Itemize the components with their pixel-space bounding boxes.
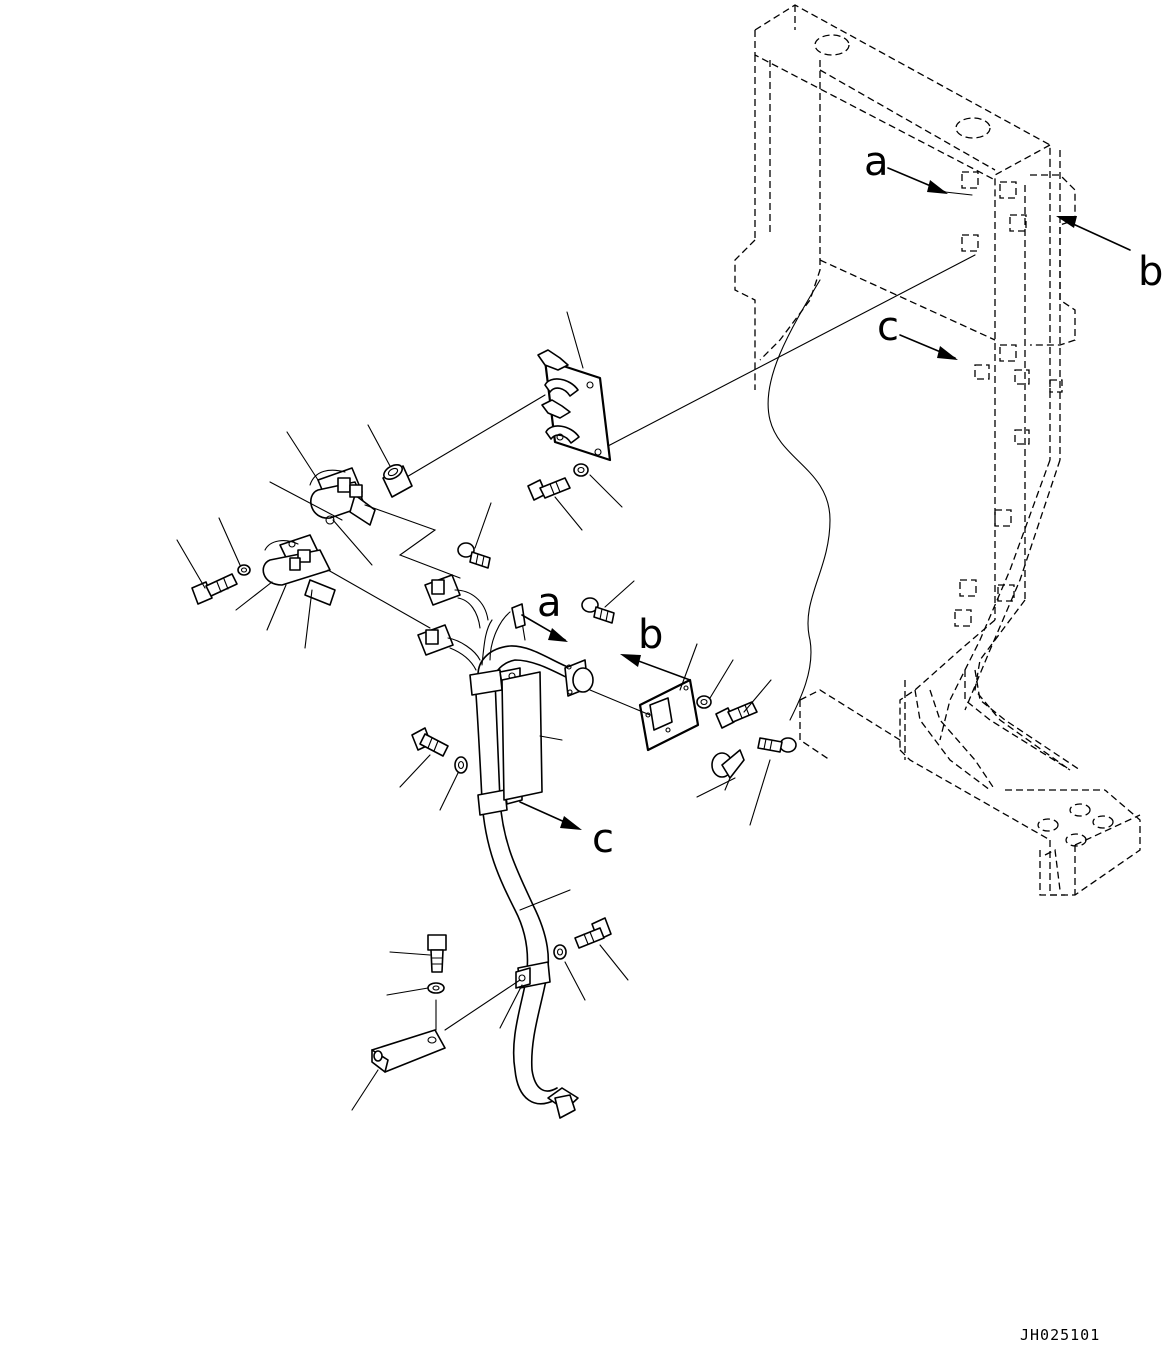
lower-bolt-angled <box>574 917 612 949</box>
callout-c-clamp: c <box>592 816 614 862</box>
bracket-to-clamp-line <box>444 979 521 1031</box>
machine-frame <box>734 4 1141 896</box>
plate-bolt <box>715 701 758 729</box>
clip-screw <box>757 737 797 753</box>
callout-c-frame: c <box>877 304 899 350</box>
callout-b-frame: b <box>1138 249 1163 295</box>
main-wiring-harness <box>474 603 573 1105</box>
harness-end-connector <box>547 1087 579 1119</box>
harness-protector <box>501 671 543 801</box>
lower-washer-left <box>427 982 445 994</box>
screw-middle <box>581 597 615 624</box>
relay-washer <box>237 564 251 576</box>
mounting-bracket-plate <box>537 349 612 462</box>
relay-bolt <box>191 573 238 605</box>
harness-bolt <box>411 727 449 757</box>
relay-upper-lead <box>364 504 461 579</box>
screw-upper <box>457 542 491 569</box>
drawing-code: JH025101 <box>1020 1326 1100 1344</box>
socket-plate <box>638 678 700 752</box>
leader-lines <box>176 311 772 1111</box>
frame-arrow-a <box>887 167 973 196</box>
plate-arrow-b <box>620 654 691 681</box>
harness-bracket-lower <box>371 1029 446 1073</box>
relay-lower-lead <box>327 569 431 629</box>
cable-clip <box>711 749 745 791</box>
lower-washer-right <box>553 944 567 960</box>
relay-upper <box>309 467 376 526</box>
frame-arrow-b <box>1056 216 1131 251</box>
harness-connector-lower <box>417 624 481 671</box>
harness-arrow-a <box>521 614 568 642</box>
callout-a-frame: a <box>864 139 889 185</box>
spacer-collar <box>382 463 413 498</box>
callout-a-harness: a <box>537 580 562 626</box>
frame-arrow-c <box>899 334 958 360</box>
harness-washer <box>454 756 468 774</box>
spacer-to-bracket-line <box>404 394 546 479</box>
socket-to-plate-line <box>589 689 651 716</box>
bracket-washer <box>573 463 589 477</box>
callout-b-plate: b <box>638 612 663 658</box>
harness-connector-upper <box>424 574 489 629</box>
plate-washer <box>696 695 712 709</box>
bracket-bolt <box>527 477 571 501</box>
lower-bolt-vertical <box>427 934 447 973</box>
relay-lower <box>262 534 336 606</box>
bracket-to-frame-line <box>607 254 976 447</box>
socket-connector <box>564 659 594 697</box>
clamp-arrow-c <box>519 801 582 830</box>
